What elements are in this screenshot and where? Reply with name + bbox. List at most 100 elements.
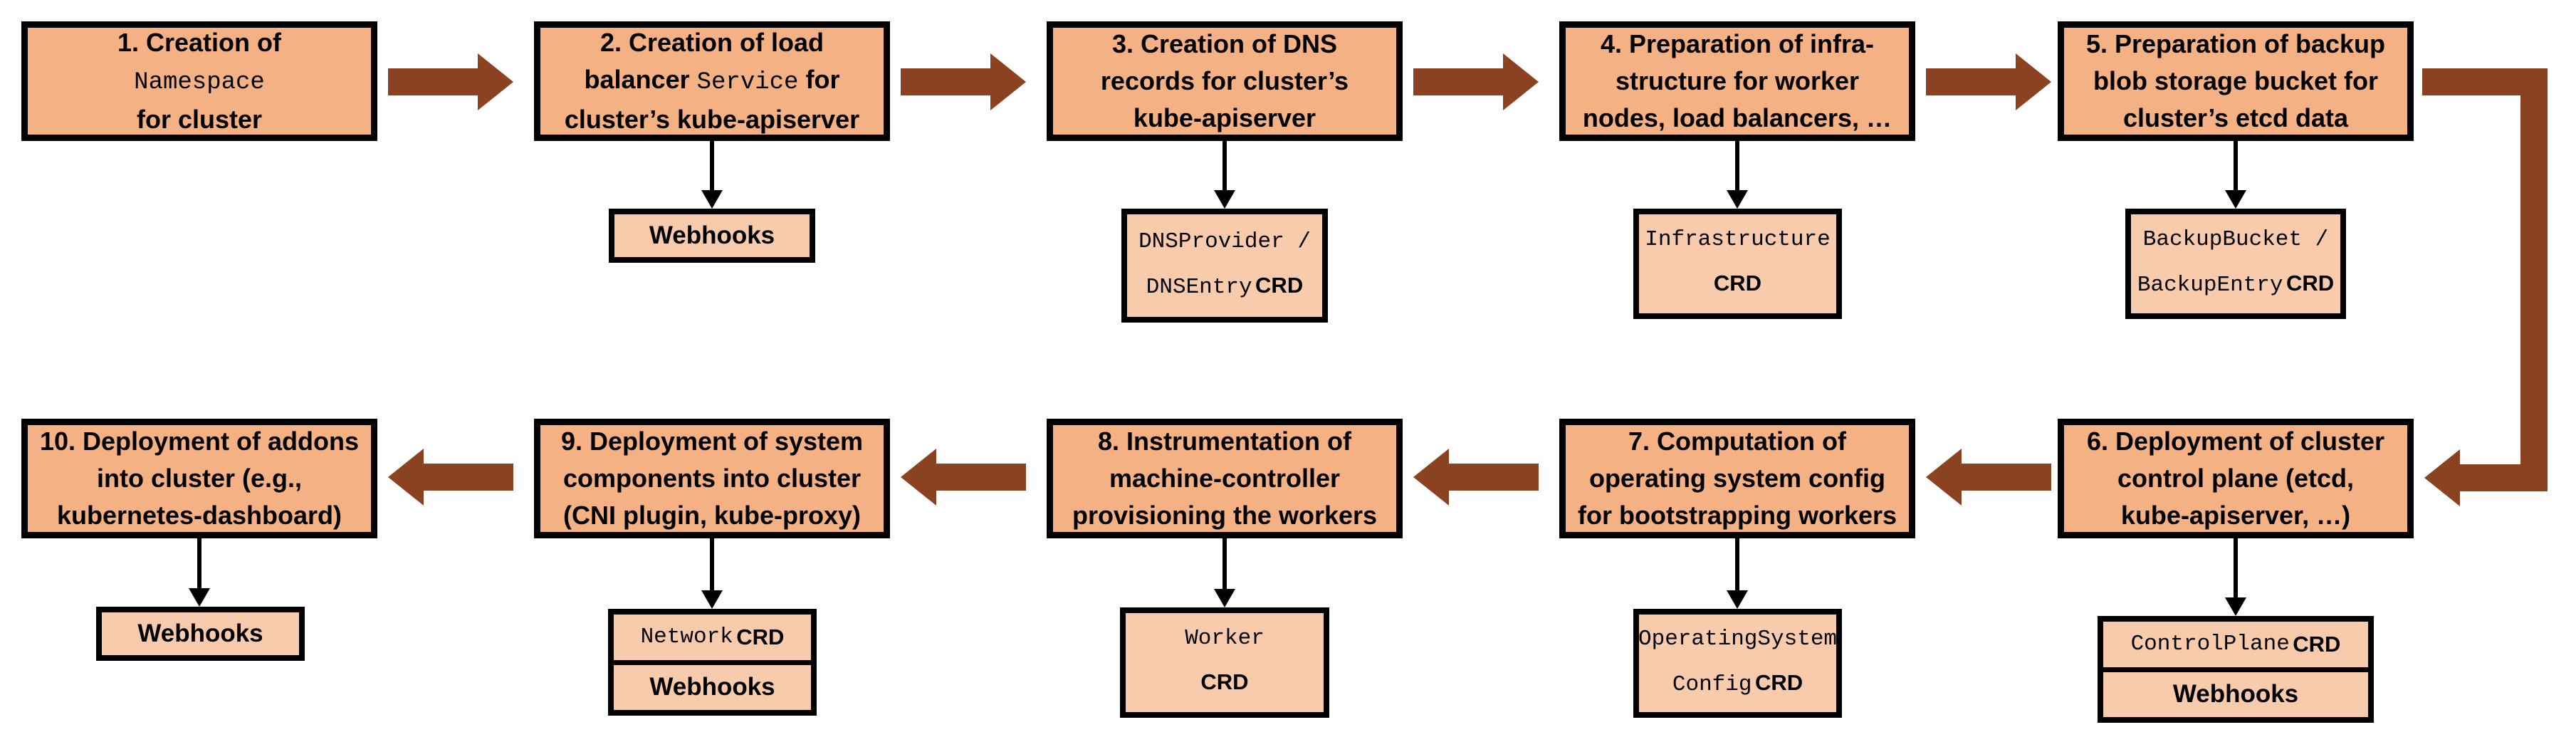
arrow-right-head-icon (478, 53, 513, 110)
crd-label-line: Infrastructure (1645, 227, 1831, 252)
step-text-line: balancer Service for (584, 65, 840, 96)
webhooks-label: Webhooks (649, 221, 775, 249)
arrow-down-head-icon (2225, 190, 2246, 209)
step-text-line: into cluster (e.g., (96, 464, 303, 493)
connector-vertical-segment (2520, 68, 2548, 491)
arrow-down-head-icon (701, 590, 723, 609)
crd-label-line: Worker (1185, 626, 1265, 651)
step-5-box: 5. Preparation of backup blob storage bu… (2058, 21, 2414, 141)
step-text-line: kube-apiserver (1133, 103, 1316, 132)
flow-arrow-7-8 (1413, 449, 1539, 506)
flow-arrow-8-9 (901, 449, 1026, 506)
flow-arrow-4-5 (1926, 53, 2051, 110)
crd-label-line: DNSEntry CRD (1146, 272, 1304, 300)
arrow-right-head-icon (990, 53, 1026, 110)
webhooks-label: Webhooks (2103, 667, 2368, 718)
sub-box-network-stack: Network CRD Webhooks (608, 609, 817, 716)
arrow-down-head-icon (2225, 597, 2246, 616)
arrow-down-head-icon (1214, 589, 1235, 607)
connector-bottom-segment (2460, 464, 2548, 491)
arrow-down-head-icon (701, 190, 723, 209)
step-text-line: for bootstrapping workers (1577, 501, 1897, 530)
step-3-box: 3. Creation of DNS records for cluster’s… (1047, 21, 1403, 141)
step-text-line: structure for worker (1615, 66, 1860, 95)
step-10-box: 10. Deployment of addons into cluster (e… (21, 419, 377, 538)
arrow-line (710, 538, 714, 592)
arrow-line (197, 538, 201, 590)
step-2-box: 2. Creation of load balancer Service for… (534, 21, 890, 141)
step-text-line: components into cluster (562, 464, 862, 493)
step-text-line: 10. Deployment of addons (39, 427, 360, 456)
step-text-line: 8. Instrumentation of (1097, 427, 1351, 456)
crd-link-arrow-5 (2225, 141, 2246, 209)
crd-label-line: BackupEntry CRD (2137, 271, 2335, 298)
arrow-shaft (1413, 68, 1506, 95)
arrow-shaft (421, 464, 513, 491)
step-7-box: 7. Computation of operating system confi… (1559, 419, 1915, 538)
crd-link-arrow-7 (1727, 538, 1748, 609)
crd-link-arrow-6 (2225, 538, 2246, 616)
sub-box-osc-crd: OperatingSystem Config CRD (1633, 609, 1842, 718)
arrow-left-head-icon (1413, 449, 1449, 506)
step-text-line: 3. Creation of DNS (1111, 29, 1338, 58)
arrow-down-head-icon (1727, 190, 1748, 209)
step-text-line: 4. Preparation of infra- (1600, 29, 1875, 58)
step-6-box: 6. Deployment of cluster control plane (… (2058, 419, 2414, 538)
arrow-shaft (901, 68, 993, 95)
step-1-box: 1. Creation of Namespace for cluster (21, 21, 377, 141)
flow-arrow-9-10 (388, 449, 513, 506)
crd-label-line: Config CRD (1672, 670, 1803, 697)
step-text-line: 7. Computation of (1628, 427, 1846, 456)
sub-box-backup-crd: BackupBucket / BackupEntry CRD (2125, 209, 2346, 319)
crd-link-arrow-2 (701, 141, 723, 209)
crd-label-line: BackupBucket / (2142, 227, 2329, 252)
webhooks-label: Webhooks (614, 659, 811, 711)
step-text-line: 6. Deployment of cluster (2086, 427, 2385, 456)
sub-box-worker-crd: Worker CRD (1120, 607, 1329, 718)
step-text-line: cluster’s kube-apiserver (564, 105, 860, 134)
step-text-line: operating system config (1588, 464, 1886, 493)
arrow-line (2234, 538, 2238, 600)
arrow-down-head-icon (189, 588, 210, 607)
step-text-line: for cluster (136, 105, 263, 134)
arrow-line (1222, 141, 1227, 192)
step-9-box: 9. Deployment of system components into … (534, 419, 890, 538)
step-text-line: machine-controller (1109, 464, 1341, 493)
crd-label-line: CRD (1713, 271, 1762, 296)
arrow-down-head-icon (1214, 190, 1235, 209)
step-4-box: 4. Preparation of infra- structure for w… (1559, 21, 1915, 141)
arrow-right-head-icon (2016, 53, 2051, 110)
step-text-line: kubernetes-dashboard) (56, 501, 342, 530)
arrow-shaft (1446, 464, 1539, 491)
crd-label-line: ControlPlane CRD (2130, 631, 2341, 657)
arrow-line (1222, 538, 1227, 591)
step-text-line: 9. Deployment of system (560, 427, 864, 456)
crd-label-line: CRD (1200, 669, 1249, 694)
flow-arrow-6-7 (1926, 449, 2051, 506)
sub-box-webhooks-10: Webhooks (96, 607, 305, 661)
step-text-line: (CNI plugin, kube-proxy) (563, 501, 861, 530)
step-text-line: 2. Creation of load (600, 28, 824, 57)
flow-arrow-3-4 (1413, 53, 1539, 110)
step-8-box: 8. Instrumentation of machine-controller… (1047, 419, 1403, 538)
arrow-line (1735, 538, 1739, 592)
step-text-line: control plane (etcd, (2117, 464, 2355, 493)
crd-label-line: Network CRD (640, 624, 785, 650)
step-text-line: records for cluster’s (1100, 66, 1349, 95)
sub-box-controlplane-stack: ControlPlane CRD Webhooks (2098, 616, 2374, 723)
arrow-shaft (933, 464, 1026, 491)
arrow-shaft (388, 68, 481, 95)
sub-box-webhooks-2: Webhooks (609, 209, 815, 263)
crd-link-arrow-9 (701, 538, 723, 609)
arrow-left-head-icon (901, 449, 936, 506)
step-text-line: nodes, load balancers, … (1582, 103, 1892, 132)
sub-box-dns-crd: DNSProvider / DNSEntry CRD (1121, 209, 1328, 323)
arrow-line (1735, 141, 1739, 192)
step-text-line: Namespace (134, 69, 265, 96)
arrow-down-head-icon (1727, 590, 1748, 609)
flow-arrow-1-2 (388, 53, 513, 110)
crd-link-arrow-3 (1214, 141, 1235, 209)
flow-arrow-2-3 (901, 53, 1026, 110)
arrow-shaft (1926, 68, 2019, 95)
